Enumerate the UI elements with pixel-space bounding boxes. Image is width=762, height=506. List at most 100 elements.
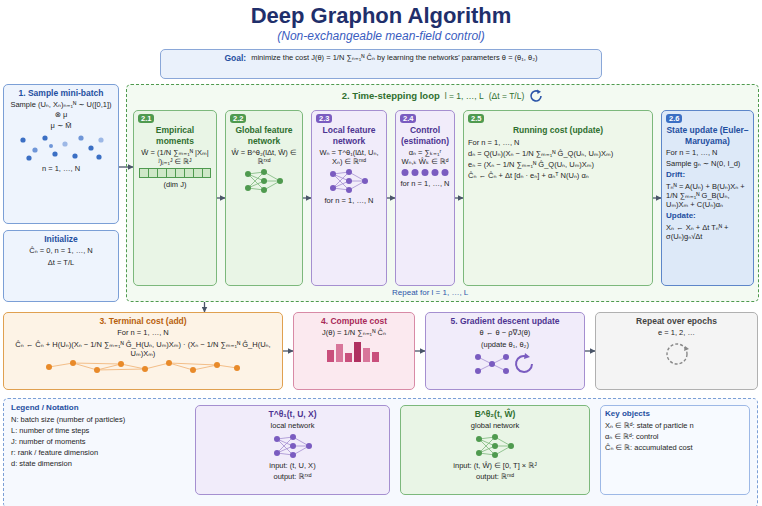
icon-circle <box>492 434 498 440</box>
flow-arrow <box>387 197 395 198</box>
process-box: 3. Terminal cost (add)For n = 1, …, NĈₙ … <box>3 312 283 390</box>
process-box: Repeat over epochse = 1, 2, … <box>595 312 758 390</box>
process-box: Goal:minimize the cost J(θ) = 1/N ∑ₙ₌₁ᴺ … <box>160 49 602 79</box>
box-text: local network <box>271 421 315 430</box>
box-text: input: (t, Ŵ) ∈ [0, T] × ℝᴶ <box>453 461 536 470</box>
region-fill <box>126 84 759 302</box>
icon-circle <box>432 169 439 176</box>
box-heading: Drift: <box>666 170 749 180</box>
loop-icon <box>529 89 543 103</box>
icon-circle <box>346 187 352 193</box>
icon-circle <box>346 169 352 175</box>
box-text: Ŵ = B^θ₂(lΔt, W̄) ∈ ℝʳˣᵈ <box>230 148 298 166</box>
icon-circle <box>330 171 336 177</box>
box-text: e = 1, 2, … <box>658 328 695 337</box>
box-text: J: number of moments <box>11 437 191 446</box>
box-text: Tₙᴺ = A(Uₙ) + B(Uₙ)Xₙ + 1/N ∑ₘ₌₁ᴺ G_B(Uₙ… <box>666 182 749 209</box>
process-box: 2.2Global feature networkŴ = B^θ₂(lΔt, W… <box>225 110 303 286</box>
icon-circle <box>290 443 296 449</box>
icon-rect <box>363 348 370 362</box>
box-text: Sample gₙ ∼ N(0, I_d) <box>666 159 749 168</box>
box-text: J(θ) = 1/N ∑ₙ₌₁ᴺ Ĉₙ <box>322 328 386 337</box>
icon-path <box>524 353 530 359</box>
control-dots <box>400 168 450 177</box>
icon-circle <box>475 354 481 360</box>
box-heading: State update (Euler–Maruyama) <box>666 125 749 146</box>
icon-rect <box>354 342 361 362</box>
box-text: (update θ₁, θ₂) <box>481 340 529 349</box>
icon-circle <box>142 366 148 372</box>
box-text: Xₙ ← Xₙ + Δt Tₙᴺ + σ(Uₙ)gₙ√Δt <box>666 223 749 241</box>
step-badge: 2.6 <box>666 114 682 123</box>
box-text: minimize the cost J(θ) = 1/N ∑ₙ₌₁ᴺ Ĉₙ by… <box>251 53 537 63</box>
box-text: Ĉₙ ← Ĉₙ + H(Uₙ)(Xₙ − 1/N ∑ₘ₌₁ᴺ Ĝ_H(Uₙ, U… <box>8 340 278 358</box>
process-box: 2.1Empirical momentsW̄ = (1/N ∑ₘ₌₁ᴺ |Xₘ|… <box>133 110 217 286</box>
box-heading: 1. Sample mini-batch <box>18 88 103 98</box>
icon-circle <box>88 145 93 150</box>
update-icon <box>472 351 538 377</box>
box-text: r: rank / feature dimension <box>11 448 191 457</box>
icon-circle <box>290 434 296 440</box>
icon-circle <box>306 443 312 449</box>
process-box: B^θ₂(t, Ŵ)global network input: (t, Ŵ) ∈… <box>400 405 590 495</box>
box-heading: 3. Terminal cost (add) <box>99 316 186 326</box>
icon-circle <box>277 178 283 184</box>
box-text: output: ℝʳˣᵈ <box>476 472 514 481</box>
icon-circle <box>274 436 280 442</box>
box-text: l = 1, …, L <box>445 91 484 101</box>
icon-rect <box>345 353 352 362</box>
epoch-cycle <box>663 340 691 368</box>
legend-panel: Legend / NotationN: batch size (number o… <box>3 398 758 506</box>
icon-circle <box>234 365 240 371</box>
process-box: InitializeĈₙ = 0, n = 1, …, NΔt = T/L <box>3 230 119 302</box>
icon-circle <box>274 450 280 456</box>
icon-rect <box>372 352 379 362</box>
icon-circle <box>492 452 498 458</box>
region-fill <box>3 398 758 506</box>
icon-circle <box>20 137 25 142</box>
icon-circle <box>667 344 687 364</box>
box-heading: Running cost (update) <box>513 125 603 135</box>
flow-arrow <box>653 197 661 198</box>
step-badge: 2.4 <box>400 114 416 123</box>
icon-circle <box>214 362 220 368</box>
process-box: 2.4Control (estimation)αₙ = ∑ₖ₌₁ʳ Wₙ,ₖ Ŵ… <box>395 110 455 286</box>
box-heading: Empirical moments <box>138 125 212 146</box>
particle-scatter <box>15 132 107 162</box>
box-text: Ĉₙ = 0, n = 1, …, N <box>29 246 92 255</box>
box-heading: Update: <box>666 211 749 221</box>
process-box: 5. Gradient descent updateθ ← θ − ρ∇J(θ)… <box>425 312 585 390</box>
box-heading: Key objects <box>605 409 745 419</box>
text-row: Goal:minimize the cost J(θ) = 1/N ∑ₙ₌₁ᴺ … <box>165 53 597 63</box>
process-box: 4. Compute costJ(θ) = 1/N ∑ₙ₌₁ᴺ Ĉₙ <box>293 312 415 390</box>
box-heading: 4. Compute cost <box>321 316 387 326</box>
box-text: Ĉₙ ∈ ℝ: accumulated cost <box>605 443 745 452</box>
icon-circle <box>118 361 124 367</box>
box-text: Ĉₙ ← Ĉₙ + Δt [dₙ · eₙ] + αₙᵀ N(Uₙ) αₙ <box>468 171 648 180</box>
process-box: 1. Sample mini-batchSample (Uₙ, Xₙ)ₙ₌₁ᴺ … <box>3 84 119 224</box>
flow-arrow <box>455 197 463 198</box>
icon-circle <box>42 135 47 140</box>
box-heading: Control (estimation) <box>400 125 450 146</box>
box-text: Wₙ = T^θ₁(lΔt, Uₙ, Xₙ) ∈ ℝʳˣᵈ <box>316 148 382 166</box>
icon-path <box>537 90 541 95</box>
text-row: 2. Time-stepping loopl = 1, …, L(Δt = T/… <box>134 89 751 103</box>
network-icon <box>242 168 286 194</box>
icon-circle <box>422 169 429 176</box>
box-text: For n = 1, …, N <box>468 138 648 147</box>
process-box: 2.6State update (Euler–Maruyama)For n = … <box>661 110 754 286</box>
icon-path <box>516 356 532 372</box>
icon-circle <box>70 360 76 366</box>
box-text: d: state dimension <box>11 459 191 468</box>
icon-circle <box>261 169 267 175</box>
box-text: global network <box>471 421 519 430</box>
box-text: N: batch size (number of particles) <box>11 415 191 424</box>
process-box: T^θ₁(t, U, X)local network input: (t, U,… <box>195 405 390 495</box>
box-text: αₙ ∈ ℝᵈ: control <box>605 432 745 441</box>
box-heading: T^θ₁(t, U, X) <box>268 409 316 419</box>
step-badge: 2.3 <box>316 114 332 123</box>
icon-rect <box>327 350 334 362</box>
flow-arrow <box>585 350 595 351</box>
step-badge: 2.1 <box>138 114 154 123</box>
box-text: Xₙ ∈ ℝᵈ: state of particle n <box>605 421 745 430</box>
